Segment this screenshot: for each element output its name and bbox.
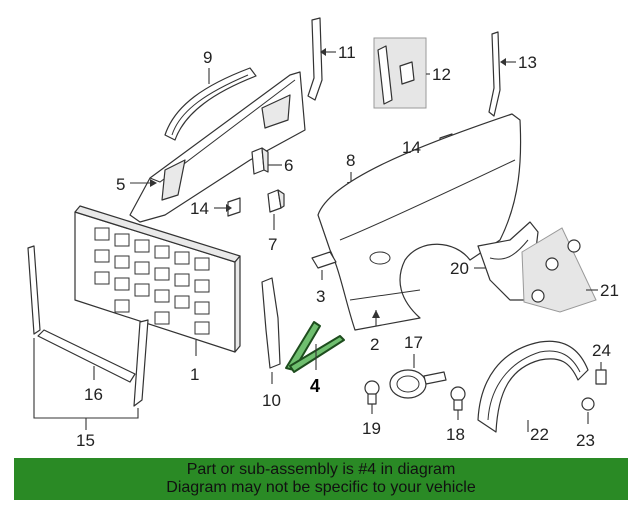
callout-8: 8 xyxy=(346,151,355,170)
part-24-clip[interactable] xyxy=(595,369,607,385)
callout-5: 5 xyxy=(116,175,125,194)
part-9-wheel-house-inner[interactable] xyxy=(164,67,257,141)
callout-15: 15 xyxy=(76,431,95,450)
part-7-bracket[interactable] xyxy=(267,189,285,213)
callout-12: 12 xyxy=(432,65,451,84)
callout-19: 19 xyxy=(362,419,381,438)
callout-21: 21 xyxy=(600,281,619,300)
part-19-bolt[interactable] xyxy=(364,380,380,405)
part-23-screw[interactable] xyxy=(581,397,595,411)
callout-3: 3 xyxy=(316,287,325,306)
callout-1: 1 xyxy=(190,365,199,384)
info-banner: Part or sub-assembly is #4 in diagram Di… xyxy=(14,458,628,500)
callout-17: 17 xyxy=(404,333,423,352)
part-4-highlighted-trim[interactable] xyxy=(285,321,345,373)
callout-20: 20 xyxy=(450,259,469,278)
callout-7: 7 xyxy=(268,235,277,254)
part-11-seal[interactable] xyxy=(307,17,323,101)
part-17-fuel-door[interactable] xyxy=(389,369,447,399)
part-3-clip[interactable] xyxy=(311,251,337,269)
banner-line-1: Part or sub-assembly is #4 in diagram xyxy=(186,461,456,478)
part-5-inner-panel[interactable] xyxy=(129,71,306,223)
part-1-tailgate[interactable] xyxy=(74,205,241,353)
part-16-rail[interactable] xyxy=(27,245,149,407)
banner-line-2: Diagram may not be specific to your vehi… xyxy=(166,479,476,496)
part-18-grommet[interactable] xyxy=(450,386,466,411)
callout-23: 23 xyxy=(576,431,595,450)
callout-24: 24 xyxy=(592,341,611,360)
part-13-seal[interactable] xyxy=(488,31,501,117)
part-12-bracket-set[interactable] xyxy=(373,37,427,109)
callout-14-left: 14 xyxy=(190,199,209,218)
callout-16: 16 xyxy=(84,385,103,404)
callout-6: 6 xyxy=(284,156,293,175)
part-21-fastener-kit[interactable] xyxy=(521,227,597,313)
callout-13: 13 xyxy=(518,53,537,72)
part-6-bracket[interactable] xyxy=(251,147,269,175)
callout-11: 11 xyxy=(338,43,356,62)
part-22-wheel-liner[interactable] xyxy=(477,340,589,433)
part-2-outer-side-panel[interactable] xyxy=(317,113,522,331)
part-10-pillar[interactable] xyxy=(261,277,281,369)
callout-18: 18 xyxy=(446,425,465,444)
callout-22: 22 xyxy=(530,425,549,444)
part-14-pad-left[interactable] xyxy=(227,197,241,217)
callout-4: 4 xyxy=(310,376,320,396)
callout-2: 2 xyxy=(370,335,379,354)
callout-10: 10 xyxy=(262,391,281,410)
callout-9: 9 xyxy=(203,48,212,67)
callout-14-right: 14 xyxy=(402,138,421,157)
